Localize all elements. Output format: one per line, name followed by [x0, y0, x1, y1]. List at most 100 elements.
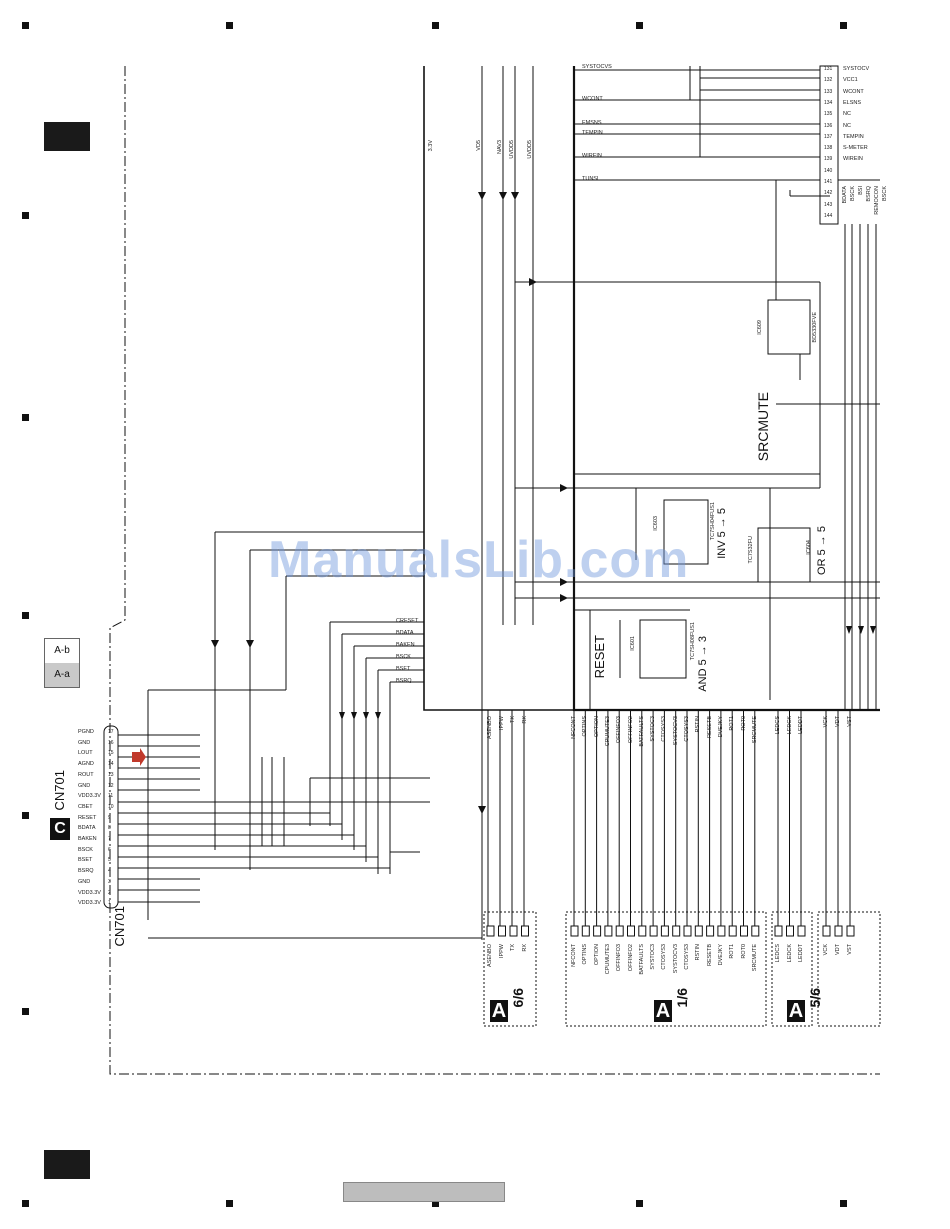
bus-terminal — [683, 925, 692, 937]
ic609-part: BD5330FVE — [812, 312, 818, 343]
rail-label: VD5 — [476, 140, 482, 151]
page-tab-top — [44, 122, 90, 151]
registration-mark — [840, 22, 847, 29]
bus-signal-label-top: TX — [510, 716, 516, 724]
pin-number: 138 — [824, 145, 833, 152]
bus-signal-label: BATFAULTS — [638, 944, 645, 975]
bus-signal-label: CTOSYS3 — [684, 944, 690, 970]
registration-mark — [22, 1200, 29, 1207]
bus-signal-label: IPPW — [498, 944, 505, 959]
reset-label: RESET — [592, 635, 607, 679]
connector-pin-label: GND — [78, 878, 91, 885]
connector-pin-number: 10 — [108, 803, 114, 810]
connector-pin-label: VDD3.3V — [78, 889, 101, 896]
bus-group-fraction: 6/6 — [510, 988, 526, 1008]
registration-mark — [22, 22, 29, 29]
pin-name: WCONT — [843, 88, 864, 95]
rail-label: UVDD5 — [527, 140, 533, 159]
connector-pin-number: 14 — [108, 761, 114, 768]
rail-label: UVDD5 — [509, 140, 515, 159]
registration-mark — [432, 1200, 439, 1207]
bus-signal-label: SYSTOCV3 — [672, 944, 679, 974]
connector-pin-label: CBET — [78, 803, 93, 810]
registration-mark — [22, 414, 29, 421]
connector-pin-number: 15 — [108, 750, 114, 757]
net-label: TEMPIN — [582, 130, 603, 136]
connector-pin-label: BAKEN — [78, 836, 97, 842]
bus-terminal — [672, 925, 681, 937]
connector-pin-number: 17 — [108, 729, 114, 735]
bus-group-letter: A — [490, 1000, 508, 1022]
registration-mark — [22, 212, 29, 219]
bus-terminal — [615, 925, 624, 937]
bus-signal-label: LEDDT — [798, 944, 804, 963]
bus-signal-label-top: SYSTOC3 — [650, 716, 657, 742]
connector-pin-number: 4 — [108, 868, 111, 875]
edge-label: BSRQ — [866, 186, 872, 202]
connector-pin-label: BSCK — [78, 846, 93, 853]
bus-signal-label-top: LEDCK — [786, 716, 793, 735]
pin-number: 143 — [824, 201, 833, 208]
bus-signal-label: SRCMUTE — [751, 944, 758, 972]
pin-number: 132 — [824, 77, 833, 84]
bus-terminal — [774, 925, 783, 937]
ic601-part: TC7SH08FUS1 — [690, 622, 696, 661]
bus-signal-label-top: RESETB — [706, 716, 713, 739]
pin-number: 141 — [824, 179, 833, 185]
bus-signal-label: TX — [510, 944, 516, 952]
pin-number: 140 — [824, 167, 833, 174]
bus-signal-label-top: IPPW — [498, 716, 505, 731]
pin-number: 133 — [824, 88, 833, 95]
bus-terminal — [509, 925, 518, 937]
net-label: BSCK — [396, 654, 411, 660]
connector-pin-label: GND — [78, 739, 91, 746]
connector-pin-number: 13 — [108, 771, 114, 778]
registration-mark — [22, 612, 29, 619]
connector-pin-number: 1 — [108, 900, 111, 907]
connector-pin-label: VDD3.3V — [78, 793, 101, 800]
net-label: BAKEN — [396, 642, 415, 648]
bus-signal-label-top: DVEJKY — [717, 716, 724, 738]
bus-signal-label-top: VDT — [835, 716, 841, 727]
bus-terminal — [717, 925, 726, 937]
bus-signal-label-top: OPTION — [593, 716, 600, 738]
ic604-func: OR 5 → 5 — [816, 526, 828, 575]
connector-pin-label: VDD3.3V — [78, 900, 101, 907]
pin-name: ELSNS — [843, 99, 862, 106]
connector-pin-number: 9 — [108, 814, 111, 821]
edge-label: REMOCON — [874, 186, 880, 215]
bus-terminal — [706, 925, 715, 937]
bus-terminal — [498, 925, 506, 937]
bus-signal-label: RESETB — [706, 944, 713, 967]
pin-number: 144 — [824, 212, 833, 219]
bus-terminal — [521, 925, 529, 937]
pin-number: 137 — [824, 133, 833, 140]
registration-mark — [226, 22, 233, 29]
bus-signal-label-top: SRCMUTE — [751, 716, 758, 744]
net-label: CRESET — [396, 618, 419, 624]
page-tab-bottom — [44, 1150, 90, 1179]
bus-signal-label-top: NFCONT — [571, 716, 577, 739]
board-tab: A-b A-a — [44, 638, 80, 688]
bus-signal-label-top: VCK — [823, 716, 829, 728]
rail-label: 3.3V — [428, 140, 434, 152]
edge-label: BSCK — [850, 186, 856, 201]
bus-signal-label: CPUMUTE3 — [604, 944, 611, 975]
bus-signal-label-top: ROT0 — [740, 716, 747, 731]
connector-pin-label: BSRQ — [78, 868, 94, 875]
net-label: BSET — [396, 666, 411, 672]
pin-number: 136 — [824, 122, 833, 129]
page-number-box — [343, 1182, 505, 1202]
bus-signal-label-top: LEDDT — [798, 716, 804, 735]
edge-label: BSI — [858, 186, 864, 195]
bus-terminal — [581, 925, 590, 937]
connector-pin-label: RESET — [78, 814, 97, 821]
bus-terminal — [797, 925, 806, 937]
tab-aa: A-a — [45, 663, 79, 687]
bus-signal-label: ROT1 — [729, 944, 736, 959]
bus-terminal — [786, 925, 794, 937]
connector-pin-number: 3 — [108, 878, 111, 885]
bus-signal-label: SYSTOC3 — [650, 944, 657, 970]
registration-mark — [22, 812, 29, 819]
bus-terminal — [486, 925, 495, 937]
